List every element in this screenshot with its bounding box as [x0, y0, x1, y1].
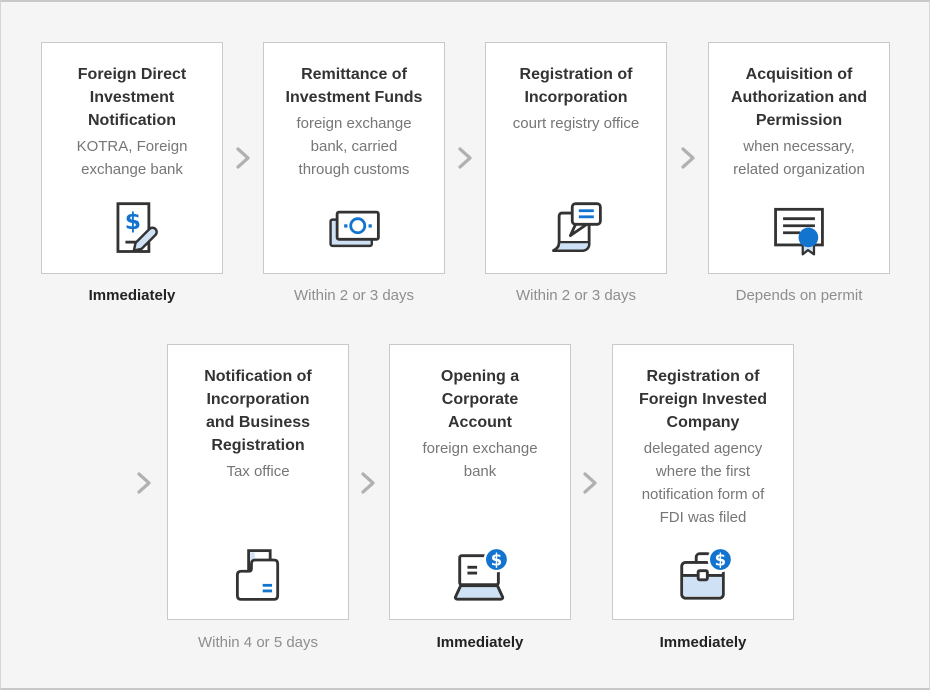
step-title: Remittance of Investment Funds	[285, 66, 423, 106]
certificate-ribbon-icon	[774, 207, 824, 256]
step-subtitle: foreign exchange bank, carried through c…	[296, 115, 412, 178]
step-duration: Immediately	[659, 634, 747, 651]
step-card-authorization: Acquisition of Authorization and Permiss…	[708, 42, 890, 274]
step-subtitle: foreign exchange bank	[422, 440, 538, 480]
briefcase-dollar-icon: $	[680, 546, 734, 600]
flow-arrow-icon	[680, 146, 696, 170]
step-card-registration-incorporation: Registration of Incorporation court regi…	[485, 42, 667, 274]
flow-arrow-icon	[235, 146, 251, 170]
step-subtitle: court registry office	[512, 115, 640, 132]
folder-document-icon	[235, 549, 280, 601]
step-duration: Within 2 or 3 days	[293, 287, 415, 304]
step-subtitle: KOTRA, Foreign exchange bank	[76, 138, 188, 178]
flow-arrow-icon	[582, 471, 598, 495]
step-title: Registration of Foreign Invested Company	[638, 368, 768, 431]
step-title: Registration of Incorporation	[519, 66, 633, 106]
step-card-business-registration: Notification of Incorporation and Busine…	[167, 344, 349, 620]
step-card-fdi-notification: Foreign Direct Investment Notification K…	[41, 42, 223, 274]
step-subtitle: Tax office	[226, 463, 290, 480]
step-card-remittance: Remittance of Investment Funds foreign e…	[263, 42, 445, 274]
step-duration: Within 4 or 5 days	[197, 634, 319, 651]
step-subtitle: when necessary, related organization	[733, 138, 865, 178]
step-duration: Within 2 or 3 days	[515, 287, 637, 304]
laptop-dollar-icon: $	[453, 546, 510, 601]
step-duration: Immediately	[436, 634, 524, 651]
step-subtitle: delegated agency where the first notific…	[641, 440, 765, 526]
step-duration: Immediately	[88, 287, 176, 304]
step-title: Notification of Incorporation and Busine…	[204, 368, 312, 454]
flow-arrow-icon	[457, 146, 473, 170]
svg-text:$: $	[491, 550, 502, 569]
document-dollar-pen-icon: $	[116, 202, 158, 253]
dollar-badge	[483, 546, 510, 573]
svg-text:$: $	[715, 550, 726, 569]
flow-arrow-icon	[360, 471, 376, 495]
step-duration: Depends on permit	[735, 287, 863, 304]
svg-text:$: $	[125, 207, 141, 235]
step-title: Foreign Direct Investment Notification	[77, 66, 187, 129]
step-card-corporate-account: Opening a Corporate Account foreign exch…	[389, 344, 571, 620]
step-title: Acquisition of Authorization and Permiss…	[731, 66, 867, 129]
badge-circle	[798, 227, 819, 248]
step-card-foreign-invested-company: Registration of Foreign Invested Company…	[612, 344, 794, 620]
dollar-badge	[707, 546, 734, 573]
scroll-speech-bubble-icon	[552, 202, 602, 252]
step-title: Opening a Corporate Account	[440, 368, 520, 431]
flow-arrow-icon	[136, 471, 152, 495]
banknotes-icon	[329, 210, 380, 248]
